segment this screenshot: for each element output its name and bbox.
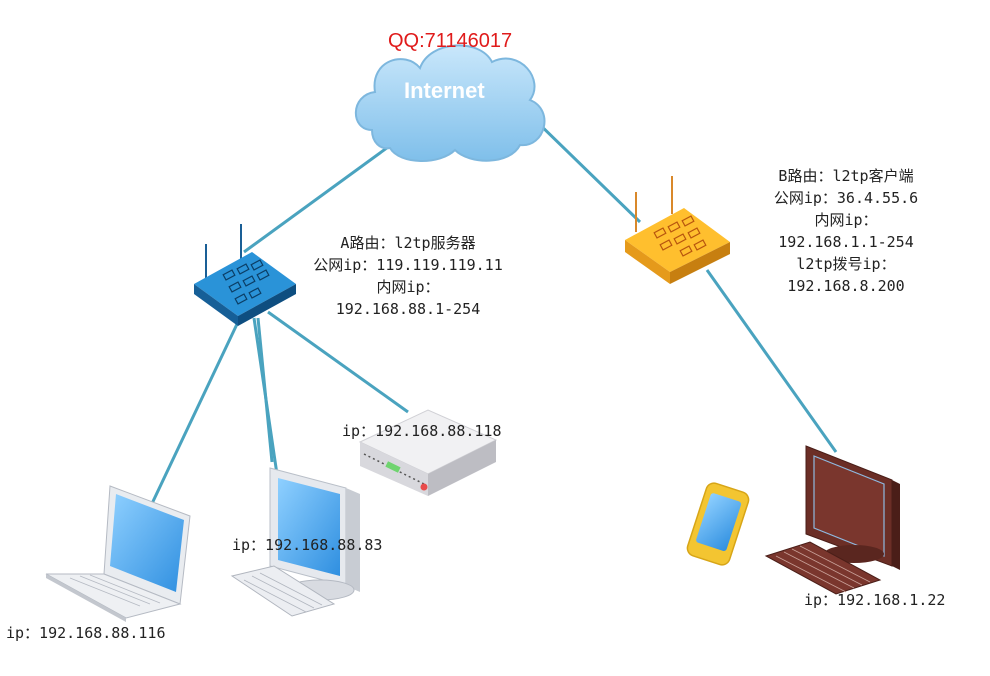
- server-ip-label: ip：192.168.88.118: [342, 422, 502, 440]
- router-a-icon: [194, 224, 296, 326]
- link-cloud-router-a: [243, 140, 396, 254]
- router-a-title: A路由：l2tp服务器: [340, 234, 476, 252]
- router-b-public-ip: 公网ip：36.4.55.6: [773, 189, 919, 207]
- remote-pc-icon: [764, 445, 900, 595]
- laptop-ip-label: ip：192.168.88.116: [6, 624, 166, 642]
- laptop-icon: [45, 485, 191, 622]
- router-b-lan-range: 192.168.1.1-254: [778, 233, 914, 251]
- cloud-label: Internet: [404, 78, 485, 103]
- desktop-computer-icon: [230, 467, 360, 617]
- internet-cloud-icon: [354, 44, 546, 162]
- router-b-lan-label: 内网ip：: [814, 211, 878, 229]
- link-router-a-server: [267, 310, 409, 414]
- router-b-dial-ip: 192.168.8.200: [787, 277, 905, 295]
- links: [146, 116, 838, 523]
- server-icon: [358, 409, 498, 496]
- router-b-dial-label: l2tp拨号ip：: [796, 255, 896, 273]
- router-b-info: B路由：l2tp客户端 公网ip：36.4.55.6 内网ip： 192.168…: [758, 165, 934, 297]
- router-a-lan-range: 192.168.88.1-254: [335, 300, 481, 318]
- router-a-public-ip: 公网ip：119.119.119.11: [313, 256, 503, 274]
- phone-icon: [686, 482, 750, 566]
- link-router-a-desktop-2: [256, 317, 274, 463]
- router-b-title: B路由：l2tp客户端: [778, 167, 914, 185]
- router-a-lan-label: 内网ip：: [376, 278, 440, 296]
- watermark-text: QQ:71146017: [388, 30, 513, 52]
- remote-pc-ip-label: ip：192.168.1.22: [804, 591, 946, 609]
- link-cloud-router-b: [531, 116, 642, 224]
- desktop-ip-label: ip：192.168.88.83: [232, 536, 383, 554]
- router-b-icon: [625, 176, 730, 284]
- link-router-a-laptop: [146, 321, 240, 513]
- link-router-b-remote-pc: [705, 269, 838, 453]
- router-a-info: A路由：l2tp服务器 公网ip：119.119.119.11 内网ip： 19…: [300, 232, 516, 320]
